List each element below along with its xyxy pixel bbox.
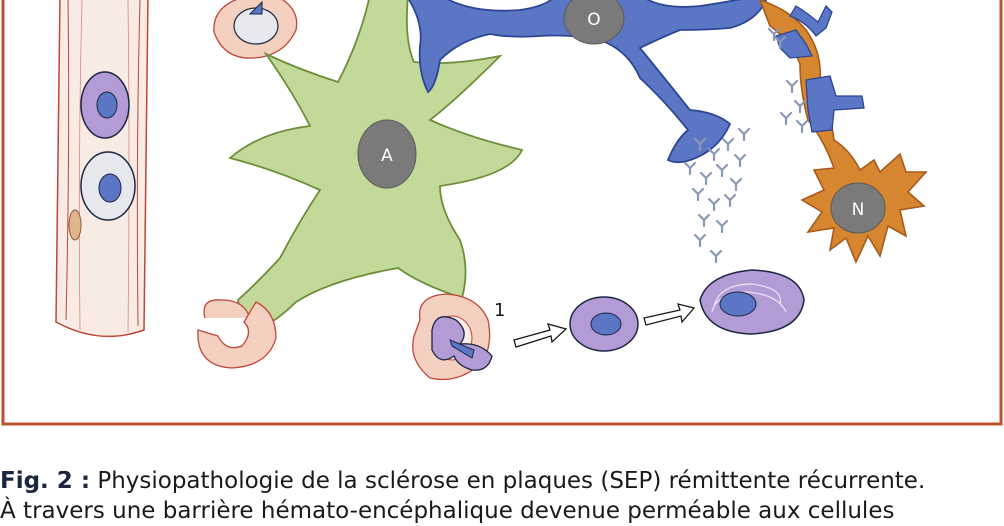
oligodendrocyte-cell: O — [408, 0, 768, 164]
blood-vessel — [55, 0, 149, 338]
caption-line-1: Fig. 2 : Physiopathologie de la sclérose… — [0, 466, 1004, 496]
plasma-cell — [699, 269, 805, 335]
lymphocyte-cell — [569, 296, 639, 352]
caption-text-1: Physiopathologie de la sclérose en plaqu… — [90, 468, 926, 494]
step-marker: 1 — [494, 300, 505, 321]
endothelial-ring-bottom-left — [197, 299, 277, 369]
astrocyte-label: A — [381, 146, 393, 166]
neuron-label: N — [852, 200, 865, 220]
migration-arrow-2 — [643, 303, 696, 326]
figure-label: Fig. 2 : — [0, 468, 91, 494]
figure-caption: Fig. 2 : Physiopathologie de la sclérose… — [0, 466, 1004, 526]
figure-frame — [1, 0, 1003, 426]
migration-arrow-1 — [513, 323, 568, 348]
astrocyte-cell: A — [228, 0, 524, 330]
neuron-cell: N — [759, 0, 928, 264]
endothelial-ring-top — [213, 0, 298, 59]
endothelial-ring-crossing — [412, 293, 493, 381]
caption-line-2: À travers une barrière hémato-encéphaliq… — [0, 498, 895, 524]
oligodendrocyte-label: O — [587, 10, 600, 30]
diagram-figure: A 1 O — [1, 0, 1003, 426]
